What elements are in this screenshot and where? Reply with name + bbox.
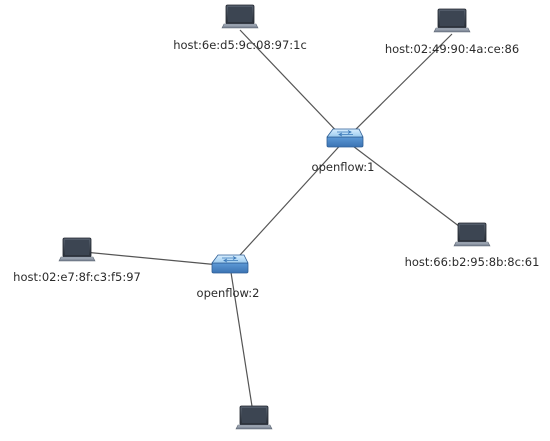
links-layer	[83, 29, 473, 420]
laptop-icon	[221, 4, 259, 29]
host-node-h2[interactable]: host:02:49:90:4a:ce:86	[385, 8, 519, 56]
laptop-icon	[58, 237, 96, 262]
host-node-h3[interactable]: host:66:b2:95:8b:8c:61	[405, 222, 540, 269]
link-h2-of1	[344, 33, 453, 141]
host-node-h4[interactable]: host:02:e7:8f:c3:f5:97	[13, 237, 141, 284]
host-label: host:02:e7:8f:c3:f5:97	[13, 270, 141, 284]
laptop-icon	[453, 222, 491, 247]
host-label: host:66:b2:95:8b:8c:61	[405, 255, 540, 269]
switch-node-of1[interactable]: openflow:1	[312, 128, 375, 174]
nodes-layer: openflow:1 openflow:2 host:6e:d5:9c:08:97:…	[13, 4, 540, 430]
laptop-icon	[235, 405, 273, 430]
link-h5-of2	[229, 265, 255, 420]
host-node-h5[interactable]	[235, 405, 273, 430]
switch-label: openflow:1	[312, 160, 375, 174]
host-label: host:02:49:90:4a:ce:86	[385, 42, 519, 56]
switch-icon	[326, 128, 364, 148]
switch-label: openflow:2	[197, 286, 260, 300]
link-of1-of2	[229, 139, 346, 267]
link-h3-of1	[344, 139, 473, 237]
host-label: host:6e:d5:9c:08:97:1c	[173, 38, 307, 52]
switch-icon	[211, 254, 249, 274]
laptop-icon	[433, 8, 471, 33]
switch-node-of2[interactable]: openflow:2	[197, 254, 260, 300]
host-node-h1[interactable]: host:6e:d5:9c:08:97:1c	[173, 4, 307, 52]
link-h4-of2	[83, 251, 231, 267]
link-h1-of1	[239, 29, 346, 141]
